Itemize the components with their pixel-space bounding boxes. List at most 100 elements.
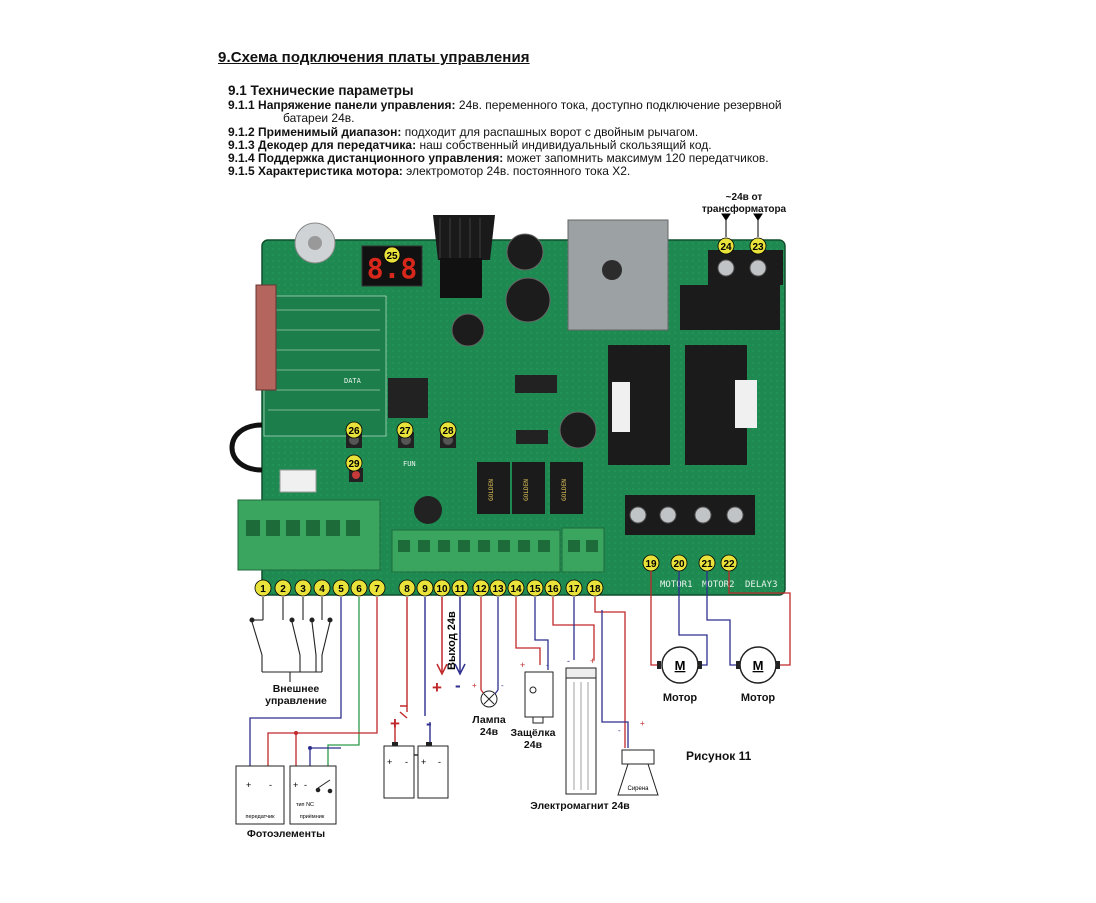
photocell-boxes: + - + - передатчик тип NC приёмник	[235, 765, 337, 825]
marker-27: 27	[399, 426, 411, 437]
marker-24: 24	[720, 242, 732, 253]
board-markers: 25 26 27 28 29 24 23	[345, 237, 767, 472]
transformer-label: ~24в от трансформатора	[701, 192, 787, 215]
lamp-label: Лампа 24в	[472, 714, 506, 738]
param-label: Характеристика мотора:	[258, 164, 403, 178]
param-label: Применимый диапазон:	[258, 125, 402, 139]
marker-26: 26	[348, 426, 360, 437]
motor-1: M	[657, 646, 702, 684]
param-label: Поддержка дистанционного управления:	[258, 151, 504, 165]
lamp: + -	[472, 597, 504, 708]
terminal-numbers: 1 2 3 4 5 6 7 8 9 10 11 12 13 14 15 16 1…	[254, 554, 738, 597]
param-num: 9.1.4	[228, 151, 255, 165]
battery-wiring	[394, 597, 431, 756]
terminal-21: 21	[701, 559, 713, 570]
terminal-20: 20	[673, 559, 685, 570]
terminal-19: 19	[645, 559, 657, 570]
terminal-16: 16	[547, 584, 559, 595]
tx-minus: -	[269, 780, 272, 790]
output-plus: +	[432, 678, 442, 697]
param-9-1-1: 9.1.1 Напряжение панели управления: 24в.…	[228, 99, 818, 125]
terminal-6: 6	[356, 584, 362, 595]
magnet-minus: -	[567, 656, 570, 666]
param-text-cont: батареи 24в.	[283, 111, 355, 125]
data-silkscreen: DATA	[344, 377, 362, 385]
photoelements-label: Фотоэлементы	[246, 828, 326, 840]
rx-plus: +	[293, 780, 298, 790]
control-board: 8.8 GOLDEN GOLDEN GOLDEN	[229, 215, 786, 596]
siren-plus: +	[640, 719, 645, 728]
param-text: подходит для распашных ворот с двойным р…	[404, 125, 699, 139]
motor1-symbol: M	[675, 658, 686, 673]
latch-plus: +	[520, 660, 525, 670]
relay-label: GOLDEN	[561, 479, 568, 501]
motor2-symbol: M	[753, 658, 764, 673]
motor1-silkscreen: MOTOR1	[660, 580, 693, 590]
tx-plus: +	[246, 780, 251, 790]
siren-label: Сирена	[627, 786, 649, 792]
fun-silkscreen: FUN	[403, 460, 416, 468]
external-control-wiring	[249, 597, 333, 682]
terminal-5: 5	[338, 584, 344, 595]
marker-29: 29	[348, 459, 360, 470]
output-24v-label: Выход 24в	[446, 611, 458, 670]
param-label: Напряжение панели управления:	[258, 98, 456, 112]
param-label: Декодер для передатчика:	[258, 138, 417, 152]
param-num: 9.1.3	[228, 138, 255, 152]
photocell-wiring	[249, 597, 378, 768]
terminal-15: 15	[529, 584, 541, 595]
electromagnet-label: Электромагнит 24в	[530, 800, 630, 812]
motor1-label: Мотор	[662, 692, 698, 704]
terminal-11: 11	[455, 584, 466, 595]
transmitter-label: передатчик	[245, 814, 275, 820]
siren-minus: -	[618, 726, 621, 735]
bat1-plus: +	[387, 757, 392, 767]
latch-label: Защёлка 24в	[510, 727, 556, 751]
lamp-minus: -	[501, 681, 504, 690]
rx-minus: -	[304, 780, 307, 790]
param-9-1-5: 9.1.5 Характеристика мотора: электромото…	[228, 165, 818, 178]
battery-minus: -	[426, 714, 432, 733]
motor2-silkscreen: MOTOR2	[702, 580, 735, 590]
figure-caption: Рисунок 11	[686, 749, 752, 763]
marker-23: 23	[752, 242, 764, 253]
relay-label: GOLDEN	[523, 479, 530, 501]
terminal-14: 14	[510, 584, 522, 595]
terminal-10: 10	[436, 584, 448, 595]
terminal-7: 7	[374, 584, 380, 595]
transformer-pointers	[721, 213, 763, 237]
output-minus: -	[455, 676, 461, 695]
lamp-plus: +	[472, 681, 477, 690]
delay-silkscreen: DELAY3	[745, 580, 778, 590]
terminal-2: 2	[280, 584, 286, 595]
latch-minus: -	[546, 660, 549, 670]
terminal-22: 22	[723, 559, 735, 570]
bat1-minus: -	[405, 757, 408, 767]
output-24v: + - Выход 24в	[432, 597, 466, 697]
terminal-18: 18	[589, 584, 601, 595]
param-9-1-4: 9.1.4 Поддержка дистанционного управлени…	[228, 152, 818, 165]
motor-2: M	[736, 646, 780, 684]
terminal-17: 17	[568, 584, 580, 595]
marker-28: 28	[442, 426, 454, 437]
terminal-9: 9	[422, 584, 428, 595]
marker-25: 25	[386, 251, 398, 262]
terminal-8: 8	[404, 584, 410, 595]
section-heading: 9.Схема подключения платы управления	[218, 49, 530, 66]
terminal-1: 1	[260, 584, 266, 595]
bat2-plus: +	[421, 757, 426, 767]
bat2-minus: -	[438, 757, 441, 767]
param-text: может запомнить максимум 120 передатчико…	[506, 151, 769, 165]
param-text: электромотор 24в. постоянного тока X2.	[406, 164, 631, 178]
electromagnet: - +	[552, 597, 597, 795]
terminal-12: 12	[475, 584, 487, 595]
terminal-13: 13	[492, 584, 504, 595]
latch: + -	[515, 597, 554, 724]
battery-plus: +	[390, 714, 400, 733]
motor2-label: Мотор	[740, 692, 776, 704]
param-num: 9.1.1	[228, 98, 255, 112]
siren: Сирена + -	[594, 597, 659, 796]
external-control-label: Внешнее управление	[265, 683, 327, 707]
battery-symbols: + - + - + -	[383, 714, 449, 799]
